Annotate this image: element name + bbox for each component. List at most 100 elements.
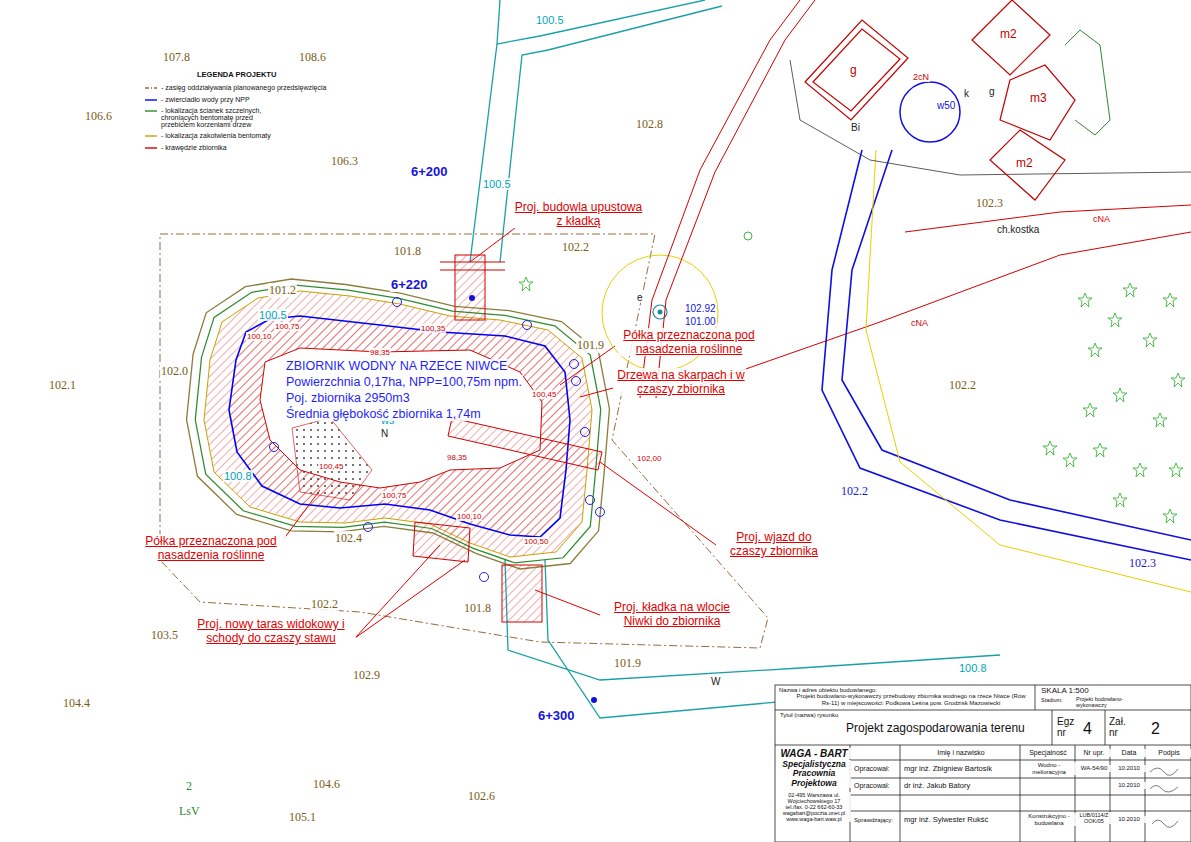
gas-line — [905, 205, 1191, 232]
building-wall — [1000, 65, 1075, 140]
map-label: 100.8 — [223, 470, 253, 482]
outer-edge — [187, 279, 610, 569]
tree — [581, 428, 590, 437]
rule — [1110, 745, 1111, 842]
map-label: 101.2 — [268, 283, 297, 298]
map-label: 102.3 — [1128, 556, 1157, 571]
pond — [187, 255, 610, 622]
rule — [775, 745, 1191, 746]
map-label: 4 — [1082, 720, 1093, 738]
rule — [1075, 745, 1076, 842]
tree — [364, 523, 373, 532]
tree-star — [1163, 509, 1177, 523]
tree-star — [1163, 293, 1177, 307]
map-label: SKALA 1:500 — [1040, 687, 1090, 696]
map-label: 108.6 — [298, 50, 327, 65]
map-label: 102.2 — [561, 240, 590, 255]
map-label: Wodno - melioracyjna — [1022, 762, 1076, 775]
tree-star — [1043, 441, 1057, 455]
signature — [1150, 786, 1178, 793]
map-label: 101.8 — [463, 601, 492, 616]
tree — [570, 360, 579, 369]
map-label: Proj. wjazd do czaszy zbiornika — [718, 530, 830, 558]
rule — [1020, 745, 1021, 842]
map-label: 6+300 — [537, 708, 576, 723]
map-label: cNA — [910, 318, 929, 328]
leaders — [283, 228, 716, 638]
map-label: LsV — [178, 804, 201, 819]
legend-sample — [145, 99, 157, 100]
map-label: 107.8 — [162, 50, 191, 65]
map-label: Zał. nr — [1108, 716, 1134, 738]
map-label: k — [963, 88, 970, 99]
map-label: Nr upr. — [1077, 749, 1111, 757]
tree-star — [1123, 283, 1137, 297]
map-label: cNA — [1092, 214, 1111, 224]
plot-line — [790, 60, 1191, 175]
rule — [850, 811, 1191, 812]
tree — [586, 496, 595, 505]
footbridge — [440, 270, 505, 271]
building-label: m3 — [1030, 92, 1047, 105]
rule — [1105, 710, 1106, 745]
map-label: 101.8 — [393, 244, 422, 259]
map-label: 100.8 — [958, 662, 988, 674]
map-label: 10.2010 — [1112, 782, 1146, 789]
map-label: Proj. budowla upustowa z kładką — [510, 200, 647, 228]
map-label: 10.2010 — [1112, 765, 1146, 772]
map-label: dr inż. Jakub Batory — [903, 782, 971, 790]
map-label: 102.8 — [635, 117, 664, 132]
map-label: 2cN — [912, 72, 930, 82]
signature — [1150, 768, 1178, 775]
legend-entry: - lokalizacja zakotwienia bentomaty — [160, 132, 272, 139]
building-label: m2 — [1000, 28, 1017, 41]
map-label: Drzewa na skarpach i w czaszy zbiornika — [616, 368, 746, 396]
map-label: 101.9 — [613, 656, 642, 671]
map-label: 100,75 — [381, 491, 407, 500]
tree — [523, 321, 532, 330]
water-line — [229, 316, 570, 537]
road-edge — [842, 150, 1191, 540]
map-label: Specjalistyczna Pracownia Projektowa — [777, 760, 851, 788]
legend-sample — [145, 135, 157, 136]
tree-star — [1169, 463, 1183, 477]
map-label: Sprawdzający: — [853, 817, 894, 824]
map-label: 104.6 — [312, 777, 341, 792]
map-label: Proj. nowy taras widokowy i schody do cz… — [186, 617, 356, 645]
map-label: Specjalność — [1022, 749, 1074, 757]
map-label: 102.2 — [310, 597, 339, 612]
tree-star — [1153, 413, 1167, 427]
tree-star — [1063, 453, 1077, 467]
tree-star — [1113, 493, 1127, 507]
map-label: ch.kostka — [996, 224, 1040, 235]
legend-entry: - zasięg oddziaływania planowanego przed… — [160, 84, 327, 91]
map-label: LEGENDA PROJEKTU — [196, 70, 277, 79]
rule — [850, 795, 1191, 796]
building-label: m2 — [1016, 157, 1033, 170]
map-label: 100,45 — [318, 462, 344, 471]
map-label: 104.4 — [62, 696, 91, 711]
map-label: 102.2 — [840, 484, 869, 499]
map-label: Tytuł (nazwa) rysunku — [779, 712, 839, 719]
map-label: 102.0 — [160, 364, 189, 379]
map-label: mgr inż. Zbigniew Bartosik — [903, 765, 993, 773]
legend-entry: - zwierciadło wody przy NPP — [160, 96, 251, 103]
map-label: 100,50 — [523, 537, 549, 546]
road-edge — [822, 150, 1191, 560]
map-label: 100.5 — [482, 178, 512, 190]
map-label: 101.9 — [576, 338, 605, 353]
tree — [572, 377, 581, 386]
tree — [393, 298, 402, 307]
map-label: 100,10 — [456, 512, 482, 521]
map-label: w50 — [936, 100, 956, 111]
tree — [480, 573, 489, 582]
map-label: Stadium: — [1040, 697, 1064, 703]
map-label: Podpis — [1147, 749, 1191, 757]
tree-star — [1078, 293, 1092, 307]
impact-zone — [160, 234, 768, 648]
title-frame — [775, 685, 1191, 842]
rule — [1035, 685, 1036, 710]
map-label: 100.5 — [535, 14, 565, 26]
map-label: 102.9 — [352, 668, 381, 683]
